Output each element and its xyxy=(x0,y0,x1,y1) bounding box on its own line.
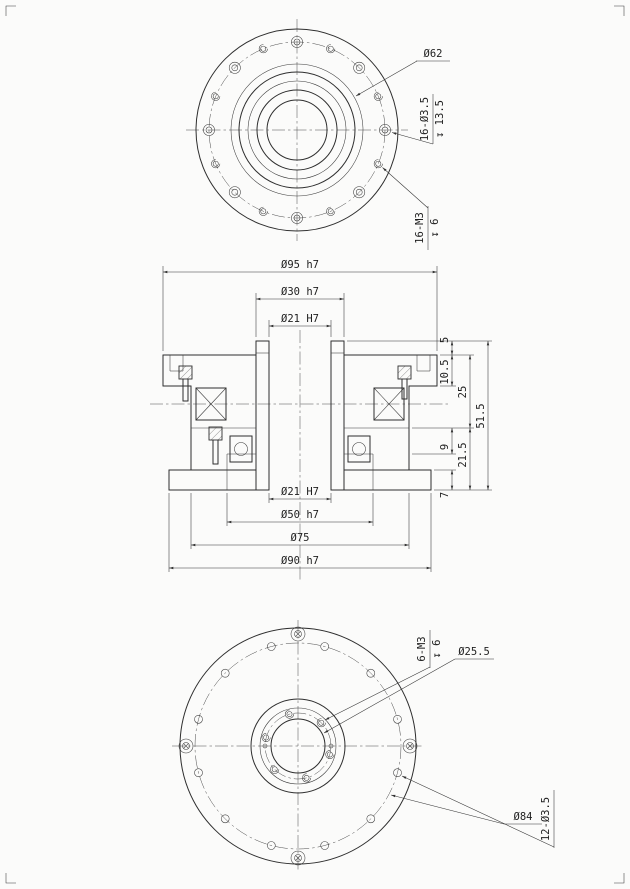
dia255-label: Ø25.5 xyxy=(458,646,490,658)
bottom-view-bore-circle xyxy=(270,718,326,774)
dim-dia21-top: Ø21 H7 xyxy=(281,313,319,325)
sheet-frame-ticks xyxy=(5,5,625,884)
bottom-view-hub-bolt-circle xyxy=(264,712,332,780)
dia62-label: Ø62 xyxy=(424,48,443,60)
top-view-circle-58 xyxy=(238,71,356,189)
tapped-depth-label: ↧ 6 xyxy=(429,219,441,238)
dim-5: 5 xyxy=(439,337,451,343)
top-view-cbore-callout: 16-Ø3.5 ↧ 13.5 xyxy=(391,94,446,145)
bottom-view-tapped-callout: 6-M3 ↧ 6 xyxy=(324,630,443,721)
bottom-view-circle-38 xyxy=(259,707,337,785)
dim-dia21-bottom: Ø21 H7 xyxy=(281,486,319,498)
tapped-count-label: 16-M3 xyxy=(414,212,426,244)
top-view-tapped-callout: 16-M3 ↧ 6 xyxy=(382,167,441,250)
top-view-dia62-circle xyxy=(230,63,364,197)
section-outline xyxy=(162,340,438,491)
ball-bearing-left xyxy=(229,435,253,463)
bottom-view-hub-circle xyxy=(250,698,346,794)
dim-dia50: Ø50 h7 xyxy=(281,509,319,521)
section-top-dimensions: Ø95 h7 Ø30 h7 Ø21 H7 xyxy=(162,259,438,351)
dim-21-5: 21.5 xyxy=(457,442,469,467)
flange-bolt-right xyxy=(397,365,412,400)
flange-bolt-left xyxy=(178,365,193,402)
dim-25: 25 xyxy=(457,386,469,399)
crossed-roller-bearing-right xyxy=(373,387,405,421)
section-right-dimensions: 5 10.5 25 51.5 21.5 9 7 xyxy=(347,337,492,498)
top-view-circle-40 xyxy=(256,89,338,171)
dim-7: 7 xyxy=(439,492,451,498)
bottom-view-dia84-callout: Ø84 xyxy=(390,794,542,825)
ball-bearing-right xyxy=(347,435,371,463)
top-view-outer-circle xyxy=(195,28,399,232)
dim-dia95: Ø95 h7 xyxy=(281,259,319,271)
bottom-view-tapped-holes xyxy=(261,709,335,783)
cbore-depth-label: ↧ 13.5 xyxy=(434,100,446,138)
top-view-bolt-circle xyxy=(208,41,386,219)
dim-51-5: 51.5 xyxy=(475,403,487,428)
top-view-circle-49 xyxy=(247,80,347,180)
top-view-dia62-callout: Ø62 xyxy=(355,48,450,97)
tapped6-count-label: 6-M3 xyxy=(416,636,428,661)
drilled12-label: 12-Ø3.5 xyxy=(540,797,552,841)
top-view: Ø62 16-Ø3.5 ↧ 13.5 16-M3 ↧ 6 xyxy=(186,19,450,250)
dim-dia75: Ø75 xyxy=(291,532,310,544)
top-view-bore-circle xyxy=(266,99,328,161)
bottom-view-bolt-circle xyxy=(194,642,402,850)
dim-9: 9 xyxy=(439,444,451,450)
dim-10-5: 10.5 xyxy=(439,359,451,384)
bottom-view: 6-M3 ↧ 6 Ø25.5 Ø84 12-Ø3.5 xyxy=(172,620,555,872)
bottom-view-dia255-callout: Ø25.5 xyxy=(323,646,494,734)
dim-dia30: Ø30 h7 xyxy=(281,286,319,298)
dim-dia90: Ø90 h7 xyxy=(281,555,319,567)
bottom-view-outer-circle xyxy=(179,627,417,865)
section-view: Ø95 h7 Ø30 h7 Ø21 H7 Ø21 H7 Ø50 h7 Ø75 xyxy=(150,259,492,580)
section-bottom-dimensions: Ø21 H7 Ø50 h7 Ø75 Ø90 h7 xyxy=(168,486,432,572)
dia84-label: Ø84 xyxy=(514,811,533,823)
bottom-view-drilled-callout: 12-Ø3.5 xyxy=(401,775,555,848)
tapped6-depth-label: ↧ 6 xyxy=(431,640,443,659)
cbore-count-label: 16-Ø3.5 xyxy=(419,97,431,141)
crossed-roller-bearing-left xyxy=(195,387,227,421)
stud-bolt-lower-left xyxy=(208,426,223,465)
